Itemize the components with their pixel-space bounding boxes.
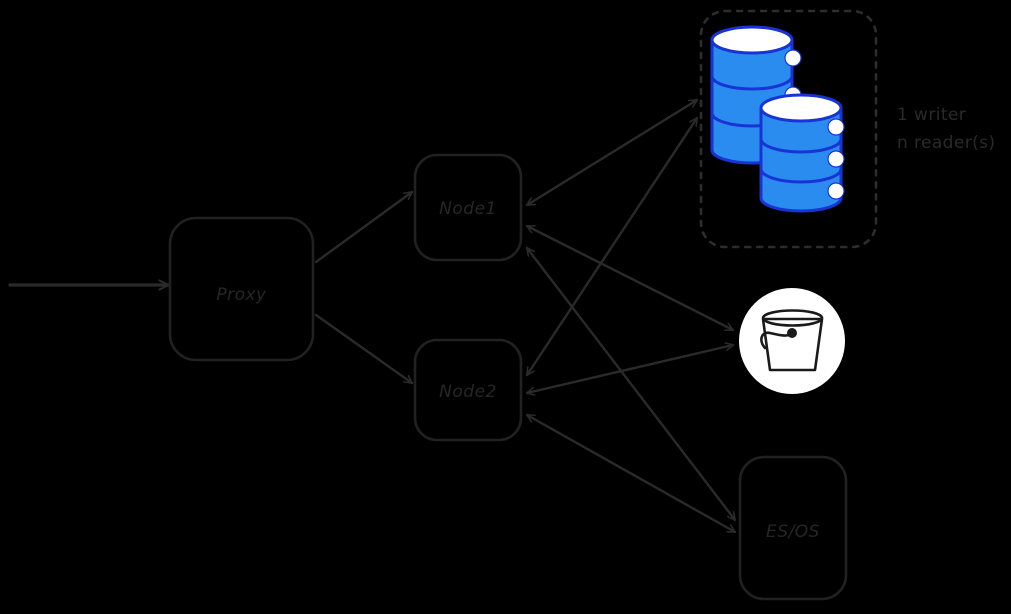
bucket-rim-ellipse [761, 309, 824, 327]
edge-node1-database [525, 98, 699, 207]
edge-proxy-to-node2 [314, 313, 414, 385]
proxy-box [168, 216, 315, 362]
edge-node1-bucket [525, 224, 735, 332]
node2-label: Node2 [439, 382, 497, 402]
edge-proxy-to-node1 [314, 190, 414, 264]
back-cylinder-band-1 [710, 74, 794, 91]
node-node1[interactable]: Node1 [413, 153, 523, 262]
node-database-cluster[interactable] [699, 9, 878, 249]
front-cylinder-top [759, 93, 843, 123]
bucket-icon [760, 309, 824, 372]
database-annotation: 1 writer n reader(s) [897, 105, 995, 153]
node1-label: Node1 [439, 199, 497, 219]
node1-box [413, 153, 523, 262]
bucket-body-path [761, 317, 824, 372]
node-bucket[interactable] [739, 288, 845, 394]
back-cylinder-dot-1 [784, 49, 802, 67]
edge-node1-esos [525, 246, 737, 522]
edge-node2-bucket [525, 345, 735, 393]
bucket-handle-path [760, 331, 794, 350]
database-cylinder-front [759, 93, 845, 213]
front-cylinder-dot-1 [827, 118, 845, 136]
node-esos[interactable]: ES/OS [738, 455, 848, 601]
node-node2[interactable]: Node2 [413, 338, 523, 442]
proxy-label: Proxy [216, 285, 267, 305]
front-cylinder-dot-3 [827, 182, 845, 200]
front-cylinder-body [759, 106, 843, 213]
front-cylinder-dot-2 [827, 150, 845, 168]
database-group-border [699, 9, 878, 249]
esos-label: ES/OS [766, 522, 820, 542]
annotation-writer-line: 1 writer [897, 105, 966, 125]
node-proxy[interactable]: Proxy [168, 216, 315, 362]
back-cylinder-top [710, 25, 794, 55]
edge-node2-database [525, 116, 699, 377]
front-cylinder-band-2 [759, 167, 843, 184]
front-cylinder-band-1 [759, 137, 843, 154]
bucket-handle-knob [787, 328, 797, 338]
edge-node2-esos [525, 413, 737, 534]
node2-box [413, 338, 523, 442]
bucket-background-circle [739, 288, 845, 394]
annotation-reader-line: n reader(s) [897, 133, 995, 153]
esos-box [738, 455, 848, 601]
